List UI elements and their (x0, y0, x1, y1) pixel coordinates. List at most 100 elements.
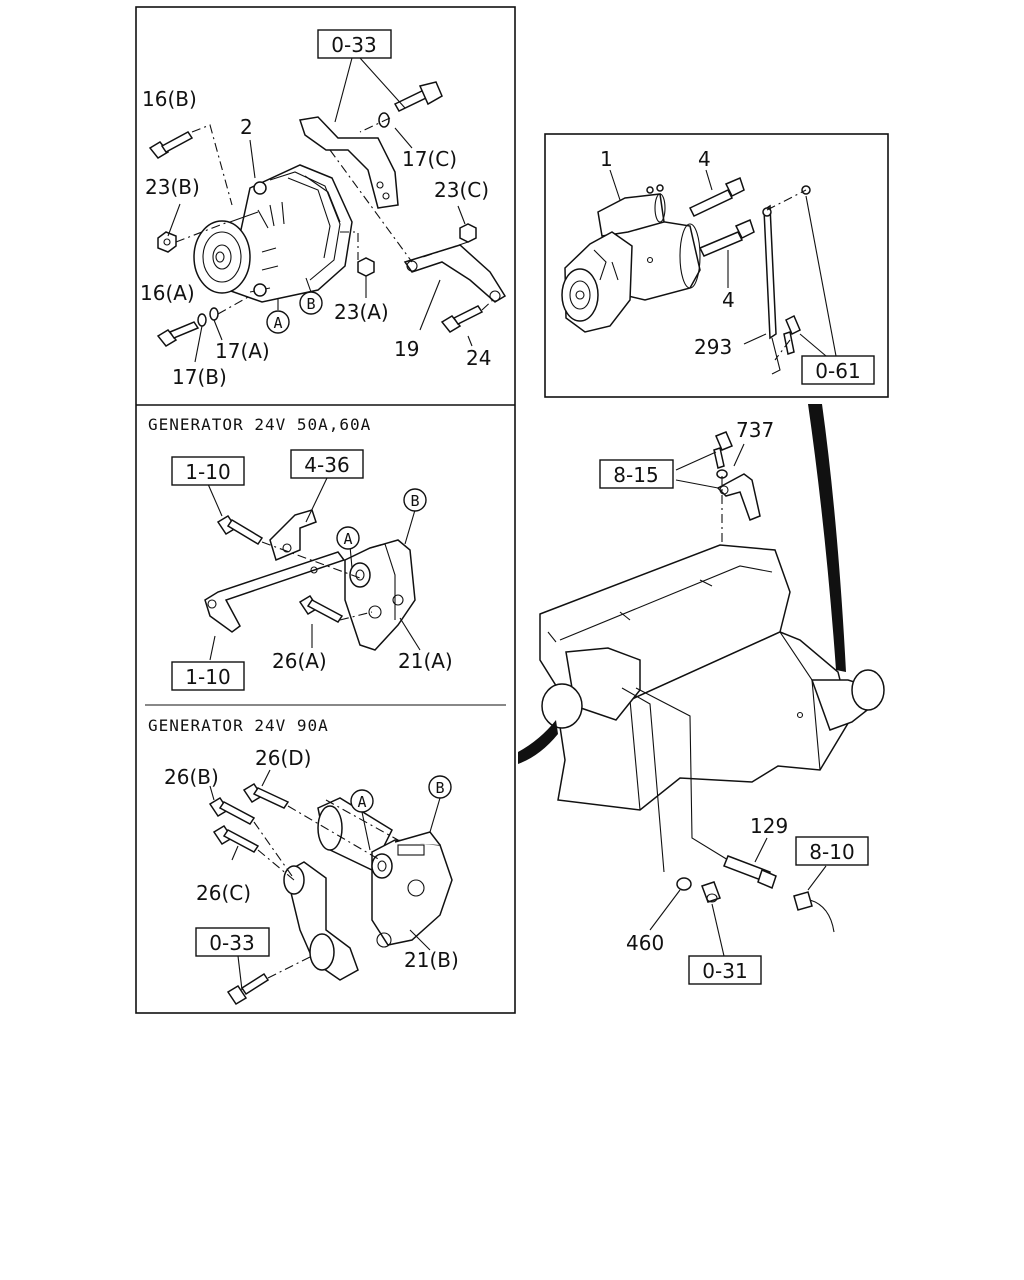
starter-solenoid (597, 193, 665, 237)
adjusting-bracket-19 (403, 244, 507, 303)
label-1: 1 (600, 147, 613, 171)
bolt-1-10 (216, 514, 264, 546)
label-737: 737 (736, 418, 774, 442)
ref-label: 8-15 (613, 463, 658, 487)
ref-box-4-36: 4-36 (290, 449, 364, 479)
ref-box-8-10: 8-10 (795, 836, 869, 866)
ref-label: 4-36 (304, 453, 349, 477)
marker-b-90a: B (428, 775, 452, 799)
ref-label: 0-61 (815, 359, 860, 383)
label-293: 293 (694, 335, 732, 359)
label-460: 460 (626, 931, 664, 955)
ref-box-0-61: 0-61 (801, 355, 875, 385)
left-panel (135, 6, 516, 1014)
starter-cable-293 (763, 204, 777, 340)
bracket-50a-assembly (204, 477, 421, 661)
alternator-body (227, 164, 353, 303)
generator-panel-frame (135, 6, 516, 1014)
ref-box-1-10-upper: 1-10 (171, 456, 245, 486)
marker-a-50a: A (336, 526, 360, 550)
ref-label: 0-31 (702, 959, 747, 983)
marker-b-top: B (299, 291, 323, 315)
ref-box-8-15: 8-15 (599, 459, 674, 489)
marker-a-top: A (266, 310, 290, 334)
label-26a: 26(A) (272, 649, 327, 673)
washer-17b (197, 313, 207, 327)
label-24: 24 (466, 346, 491, 370)
bolt-17c (378, 81, 443, 128)
label-129: 129 (750, 814, 788, 838)
marker-a-90a: A (350, 789, 374, 813)
starter-bolt-lower (698, 218, 755, 257)
label-23c: 23(C) (434, 178, 489, 202)
label-16a: 16(A) (140, 281, 195, 305)
bolt-737 (713, 431, 733, 479)
bolt-26b (208, 796, 256, 825)
label-2: 2 (240, 115, 253, 139)
marker-label: B (410, 492, 419, 510)
marker-label: B (306, 295, 315, 313)
engine-main-block (555, 631, 851, 811)
top-bracket (299, 116, 399, 209)
nut-23b (157, 231, 177, 253)
bracket-90a-assembly (208, 769, 453, 1006)
alternator-pulley (193, 220, 251, 294)
label-23a: 23(A) (334, 300, 389, 324)
ref-label: 8-10 (809, 840, 854, 864)
washer-17a (209, 307, 219, 321)
bracket-lower-arm (285, 861, 359, 981)
nut-23c (459, 223, 477, 243)
bolt-24 (440, 305, 484, 333)
engine-block (518, 404, 885, 957)
nut-23a (357, 257, 375, 277)
wiring-harness-arc-left (518, 720, 558, 764)
ref-box-0-33-top: 0-33 (317, 29, 392, 59)
label-19: 19 (394, 337, 419, 361)
generator-assembly (148, 57, 507, 363)
label-16b: 16(B) (142, 87, 197, 111)
sensor-129 (723, 855, 777, 890)
o-ring-460 (676, 877, 692, 891)
bolt-26d (242, 782, 290, 809)
label-21a: 21(A) (398, 649, 453, 673)
label-21b: 21(B) (404, 948, 459, 972)
marker-label: A (273, 314, 282, 332)
engine-bracket-8-15 (716, 473, 761, 521)
ref-box-0-31: 0-31 (688, 955, 762, 985)
drain-plug (701, 881, 721, 903)
marker-b-50a: B (403, 488, 427, 512)
ref-box-0-33-lower: 0-33 (195, 927, 270, 957)
label-26b: 26(B) (164, 765, 219, 789)
spacer-4-36 (269, 509, 317, 562)
marker-label: A (357, 793, 366, 811)
label-17b: 17(B) (172, 365, 227, 389)
strap-1-10 (204, 551, 346, 633)
starter-panel (544, 133, 889, 398)
cable-bolt (783, 314, 801, 355)
wiring-harness-arc-right (808, 404, 846, 672)
starter-bolt-upper (688, 176, 745, 217)
label-4-upper: 4 (698, 147, 711, 171)
label-4-lower: 4 (722, 288, 735, 312)
ref-box-1-10-lower: 1-10 (171, 661, 245, 691)
bolt-16b (148, 131, 194, 159)
marker-label: A (343, 530, 352, 548)
bolt-26a (298, 594, 344, 623)
ref-label: 1-10 (185, 460, 230, 484)
label-17a: 17(A) (215, 339, 270, 363)
bolt-0-33 (226, 972, 270, 1006)
ref-label: 1-10 (185, 665, 230, 689)
header-generator-90a: GENERATOR 24V 90A (148, 716, 329, 735)
label-26d: 26(D) (255, 746, 311, 770)
header-generator-50a-60a: GENERATOR 24V 50A,60A (148, 415, 371, 434)
ref-label: 0-33 (331, 33, 376, 57)
marker-label: B (435, 779, 444, 797)
mount-bracket-21a (344, 539, 416, 651)
label-23b: 23(B) (145, 175, 200, 199)
bolt-26c (212, 824, 260, 853)
label-26c: 26(C) (196, 881, 251, 905)
starter-panel-frame (544, 133, 889, 398)
bolt-16a (156, 321, 200, 347)
label-17c: 17(C) (402, 147, 457, 171)
